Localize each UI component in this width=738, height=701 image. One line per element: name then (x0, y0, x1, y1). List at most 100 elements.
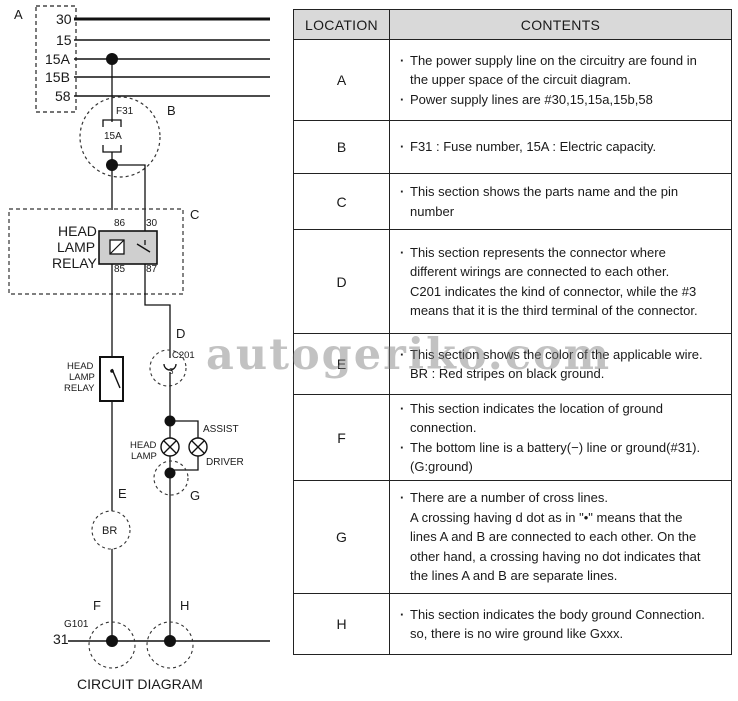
legend-text-line: the lines A and B are separate lines. (410, 568, 618, 584)
legend-location-cell: B (293, 120, 390, 174)
legend-text-line: other hand, a crossing having no dot ind… (410, 548, 701, 564)
legend-text-line: This section shows the parts name and th… (400, 182, 726, 202)
legend-text-line: The bottom line is a battery(−) line or … (400, 438, 726, 458)
relay-pin-87: 87 (146, 264, 158, 275)
switch-body (99, 356, 124, 402)
legend-text-line: C201 indicates the kind of connector, wh… (410, 283, 697, 299)
switch-label-lamp: LAMP (69, 372, 95, 383)
marker-g: G (190, 488, 200, 503)
marker-d: D (176, 326, 185, 341)
power-line-label-15: 15 (56, 32, 72, 48)
fuse-top-bracket (102, 119, 122, 127)
relay-contact (136, 243, 151, 253)
legend-text-line: lines A and B are connected to each othe… (410, 529, 697, 545)
wire-color-label: BR (102, 525, 117, 537)
legend-header-row: LOCATION CONTENTS (293, 9, 732, 40)
ground-dot-g101 (106, 635, 118, 647)
legend-text-line: F31 : Fuse number, 15A : Electric capaci… (400, 137, 726, 157)
marker-f: F (93, 598, 101, 613)
lamp-lamp-label: LAMP (131, 451, 157, 462)
relay-pin-85: 85 (114, 264, 126, 275)
legend-contents-cell: The power supply line on the circuitry a… (389, 39, 732, 121)
fuse-bottom-bracket (102, 145, 122, 153)
legend-row: D This section represents the connector w… (293, 229, 732, 334)
legend-row: A The power supply line on the circuitry … (293, 39, 732, 121)
legend-location-cell: G (293, 480, 390, 594)
connector-symbol (163, 363, 177, 371)
legend-contents-cell: This section indicates the location of g… (389, 394, 732, 481)
legend-row: B F31 : Fuse number, 15A : Electric capac… (293, 120, 732, 174)
lamp-right-bulb (188, 437, 208, 457)
relay-pin-30: 30 (146, 218, 158, 229)
legend-text-line: number (410, 203, 455, 219)
lamp-head-label: HEAD (130, 440, 157, 451)
switch-pivot (110, 369, 114, 373)
wire-color-callout-circle (91, 510, 131, 550)
lamp-assist-label: ASSIST (203, 424, 239, 435)
wire-relay-pin87-to-connector (144, 264, 171, 358)
legend-text-line: Power supply lines are #30,15,15a,15b,58 (400, 90, 726, 110)
marker-a: A (14, 7, 23, 22)
legend-text-line: This section indicates the location of g… (400, 399, 726, 419)
legend-text-line: different wirings are connected to each … (410, 264, 670, 279)
power-line-30: 30 (56, 11, 270, 27)
relay-pin-86: 86 (114, 218, 126, 229)
power-line-label-15a: 15A (45, 51, 71, 67)
power-line-15b: 15B (45, 69, 270, 85)
legend-text-line: The power supply line on the circuitry a… (400, 51, 726, 71)
ground-f-callout-circle (88, 621, 136, 669)
lamp-left-bulb (160, 437, 180, 457)
power-line-label-30: 30 (56, 11, 72, 27)
legend-table: LOCATION CONTENTS A The power supply line… (293, 9, 732, 655)
circuit-diagram: A 30 15 15A 15B 58 B F31 15A C HEAD LAMP… (8, 5, 270, 692)
wire-to-relay-pin30 (112, 164, 146, 232)
legend-location-cell: C (293, 173, 390, 230)
switch-label-head: HEAD (67, 361, 94, 372)
legend-contents-cell: This section shows the color of the appl… (389, 333, 732, 395)
legend-location-cell: D (293, 229, 390, 334)
legend-text-line: This section represents the connector wh… (400, 243, 726, 263)
connector-pin: 3 (169, 367, 174, 376)
relay-callout-box (8, 208, 184, 295)
ground-label: G101 (64, 619, 89, 630)
ground-h-callout-circle (146, 621, 194, 669)
relay-label-head: HEAD (58, 223, 97, 239)
header-contents: CONTENTS (389, 9, 732, 40)
marker-e: E (118, 486, 127, 501)
relay-coil-diagonal (109, 239, 125, 255)
switch-label-relay: RELAY (64, 383, 95, 394)
relay-body (98, 230, 158, 265)
legend-text-line: the upper space of the circuit diagram. (410, 72, 632, 88)
power-line-58: 58 (55, 88, 270, 104)
legend-body: A The power supply line on the circuitry … (293, 39, 732, 655)
legend-contents-cell: This section represents the connector wh… (389, 229, 732, 334)
power-line-label-58: 58 (55, 88, 71, 104)
legend-contents-cell: This section shows the parts name and th… (389, 173, 732, 230)
legend-location-cell: H (293, 593, 390, 655)
legend-text-line: A crossing having d dot as in "•" means … (410, 509, 683, 525)
legend-text-line: connection. (410, 420, 477, 435)
legend-row: FThis section indicates the location of … (293, 394, 732, 481)
legend-location-cell: A (293, 39, 390, 121)
fuse-capacity: 15A (104, 131, 122, 142)
cross-callout-circle (153, 460, 189, 496)
marker-c: C (190, 207, 199, 222)
legend-text-line: This section indicates the body ground C… (400, 605, 726, 625)
legend-row: EThis section shows the color of the app… (293, 333, 732, 395)
legend-text-line: This section shows the color of the appl… (400, 345, 726, 365)
junction-dot-lamps-bottom (164, 467, 176, 479)
ground-dot-body (164, 635, 176, 647)
connector-label: C201 (172, 350, 195, 361)
legend-row: C This section shows the parts name and t… (293, 173, 732, 230)
legend-contents-cell: This section indicates the body ground C… (389, 593, 732, 655)
legend-text-line: so, there is no wire ground like Gxxx. (410, 626, 624, 641)
fuse-callout-circle (79, 96, 161, 178)
lamp-driver-label: DRIVER (206, 457, 244, 468)
legend-text-line: BR : Red stripes on black ground. (410, 366, 605, 381)
relay-label-relay: RELAY (52, 255, 98, 271)
legend-contents-cell: There are a number of cross lines.A cros… (389, 480, 732, 594)
connector-callout-circle (149, 349, 187, 387)
fuse-number: F31 (116, 106, 134, 117)
power-line-15: 15 (56, 32, 270, 48)
power-line-15a: 15A (45, 51, 270, 67)
